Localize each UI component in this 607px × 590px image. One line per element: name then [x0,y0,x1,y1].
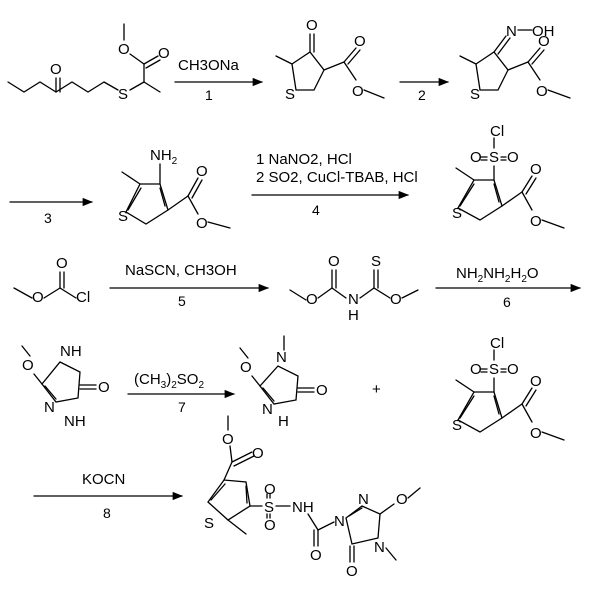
final-product-molecule: S O O S O O NH O N N O N [204,415,421,580]
atom-s: S [118,86,128,103]
atom-oh: OH [532,23,555,40]
sulfonyl-chloride-thiophene-molecule: S O O Cl O O S [452,123,565,230]
sulfonyl-chloride-thiophene-molecule-2: S O O Cl O O S [452,335,565,442]
atom-o: O [22,357,34,374]
step-6-condition: NH2NH2H2O [456,265,539,285]
atom-o: O [536,83,548,100]
atom-cl: Cl [76,289,90,306]
atom-cl: Cl [490,123,504,140]
atom-o: O [306,291,318,308]
atom-o: O [50,61,62,78]
atom-o: O [346,563,358,580]
atom-nh: NH [64,413,86,430]
step-5-condition: NaSCN, CH3OH [125,262,237,279]
sulfonyl-s: S [489,361,499,378]
atom-o: O [118,41,130,58]
atom-o: O [396,491,408,508]
atom-o: O [538,33,550,50]
atom-n: N [348,291,359,308]
atom-o: O [470,149,482,166]
atom-o: O [507,149,519,166]
atom-o: O [196,215,208,232]
step-4-condition-2: 2 SO2, CuCl-TBAB, HCl [256,169,418,186]
oxime-molecule: N OH O O S [459,23,571,103]
atom-cl: Cl [490,335,504,352]
atom-o: O [222,431,234,448]
atom-o: O [240,359,252,376]
atom-nh: NH [60,343,82,360]
atom-o: O [158,45,170,62]
atom-o: O [264,517,276,534]
step-4-number: 4 [312,202,320,218]
step-8-condition: KOCN [82,471,125,488]
atom-s: S [371,253,381,270]
atom-o: O [32,289,44,306]
aminothiophene-ester-molecule: NH2 O O S [118,147,231,232]
amino-group: NH2 [150,147,178,167]
methoxy-triazolone-molecule: O NH N NH O [21,343,110,430]
plus-sign: + [372,381,381,398]
atom-o: O [530,373,542,390]
atom-n: N [358,491,369,508]
atom-o: O [316,382,328,399]
sulfonyl-s: S [489,149,499,166]
atom-o: O [98,379,110,396]
diester-sulfide-molecule: O S O O [7,23,170,103]
atom-n: N [44,399,55,416]
step-1-condition: CH3ONa [178,57,240,74]
methyl-chloroformate-molecule: O O Cl [13,255,90,306]
step-5-number: 5 [178,293,186,309]
atom-n: N [262,401,273,418]
atom-o: O [530,425,542,442]
atom-o: O [352,83,364,100]
atom-s: S [204,515,214,532]
step-7-condition: (CH3)2SO2 [134,371,204,391]
atom-n: N [334,513,345,530]
atom-nh: NH [292,499,314,516]
atom-o: O [56,255,68,272]
atom-h: H [348,307,359,324]
atom-s: S [285,86,295,103]
tetrahydrothiophenone-ester-molecule: O O O S [275,17,385,103]
methyl-methoxy-triazolone-molecule: O N N H O [239,335,328,430]
atom-o: O [196,163,208,180]
atom-o: O [310,547,322,564]
atom-s: S [452,205,462,222]
atom-o: O [507,361,519,378]
atom-o: O [354,33,366,50]
atom-n: N [374,539,385,556]
step-3-number: 3 [44,210,52,226]
atom-o: O [530,213,542,230]
step-7-number: 7 [178,399,186,415]
atom-o: O [252,445,264,462]
thiocarbamate-molecule: O O N H S O [289,253,419,324]
atom-o: O [306,17,318,34]
atom-o: O [328,253,340,270]
atom-o: O [530,161,542,178]
atom-h: H [278,413,289,430]
atom-s: S [470,86,480,103]
sulfonyl-s: S [264,499,274,516]
atom-n: N [276,349,287,366]
step-6-number: 6 [503,294,511,310]
atom-o: O [470,361,482,378]
atom-n: N [506,23,517,40]
atom-s: S [452,417,462,434]
step-4-condition-1: 1 NaNO2, HCl [256,151,352,168]
step-8-number: 8 [103,505,111,521]
atom-o: O [264,481,276,498]
step-2-number: 2 [418,87,426,103]
atom-s: S [118,208,128,225]
atom-o: O [390,291,402,308]
step-1-number: 1 [205,87,213,103]
